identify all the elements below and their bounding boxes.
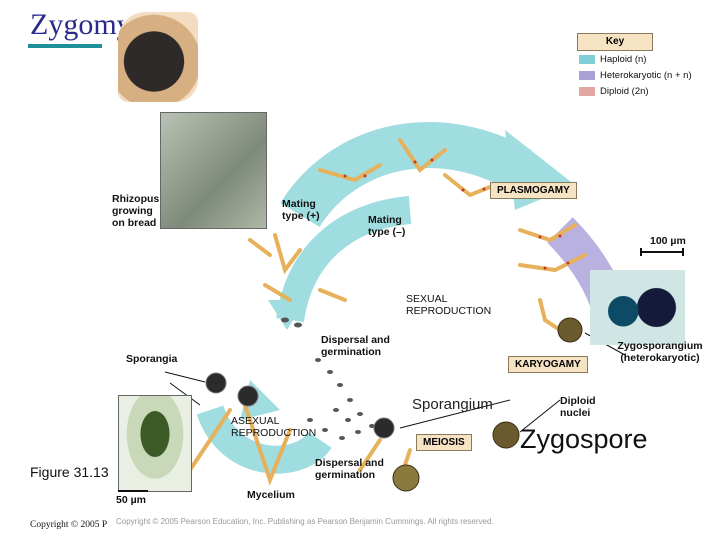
zygosporangium-photo bbox=[590, 270, 685, 345]
rhizopus-photo bbox=[160, 112, 267, 229]
meiosis-label: MEIOSIS bbox=[416, 434, 472, 451]
diploid-swatch bbox=[579, 87, 595, 96]
dispersal-bottom-label: Dispersal and germination bbox=[315, 457, 384, 481]
scale-50-label: 50 µm bbox=[116, 494, 146, 506]
asexual-reproduction-label: ASEXUAL REPRODUCTION bbox=[231, 415, 317, 439]
sexual-loop-arrowhead bbox=[268, 300, 305, 330]
sporangium-label: Sporangium bbox=[412, 396, 493, 413]
zygosporangium-label: Zygosporangium (heterokaryotic) bbox=[617, 340, 703, 364]
heterokaryotic-key-label: Heterokaryotic (n + n) bbox=[600, 70, 692, 81]
zygospore-label: Zygospore bbox=[520, 424, 648, 454]
scale-bar-100-tick-right bbox=[682, 248, 684, 256]
dispersal-spores bbox=[281, 317, 375, 440]
diploid-nuclei-label: Diploid nuclei bbox=[560, 395, 596, 419]
haploid-key-label: Haploid (n) bbox=[600, 54, 647, 65]
sporangium-2 bbox=[237, 385, 259, 407]
scale-bar-50 bbox=[118, 490, 148, 492]
title-underline bbox=[28, 44, 102, 48]
scale-bar-100-tick-left bbox=[640, 248, 642, 256]
sexual-reproduction-label: SEXUAL REPRODUCTION bbox=[406, 293, 492, 317]
sexual-loop-arc bbox=[276, 196, 412, 323]
zygospore-structure bbox=[492, 421, 520, 449]
mating-minus-label: Mating type (–) bbox=[368, 214, 406, 238]
copyright-right: Copyright © 2005 Pearson Education, Inc.… bbox=[116, 517, 494, 526]
sporangium-meiosis bbox=[373, 417, 395, 439]
haploid-arrow-top bbox=[280, 121, 532, 228]
scale-bar-100 bbox=[640, 251, 684, 253]
zygosporangium-structure bbox=[557, 317, 583, 343]
heterokaryotic-swatch bbox=[579, 71, 595, 80]
karyogamy-label: KARYOGAMY bbox=[508, 356, 588, 373]
figure-label: Figure 31.13 bbox=[30, 464, 109, 480]
mycelium-label: Mycelium bbox=[247, 489, 295, 501]
copyright-left: Copyright © 2005 P bbox=[30, 520, 108, 530]
germinating-zygospore bbox=[392, 464, 420, 492]
diploid-key-label: Diploid (2n) bbox=[600, 86, 649, 97]
sporangium-1 bbox=[205, 372, 227, 394]
plasmogamy-label: PLASMOGAMY bbox=[490, 182, 577, 199]
scale-100-label: 100 µm bbox=[650, 235, 686, 247]
bread-photo bbox=[118, 12, 198, 102]
rhizopus-label: Rhizopus growing on bread bbox=[112, 193, 160, 229]
key-heading: Key bbox=[577, 33, 653, 51]
sporangia-label: Sporangia bbox=[126, 353, 178, 365]
nuclei-dots bbox=[343, 158, 570, 270]
sporangium-photo bbox=[118, 395, 192, 492]
haploid-swatch bbox=[579, 55, 595, 64]
mating-plus-label: Mating type (+) bbox=[282, 198, 320, 222]
dispersal-top-label: Dispersal and germination bbox=[321, 334, 390, 358]
